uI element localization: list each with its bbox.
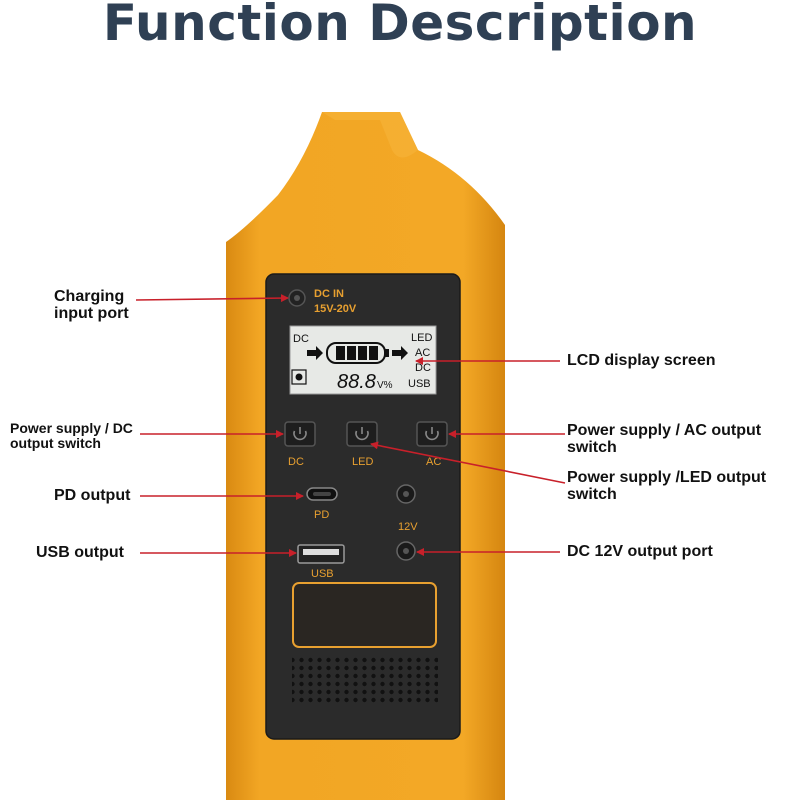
- callout-dc-12v-port: DC 12V output port: [567, 543, 713, 560]
- dc-12v-port-upper: [396, 484, 416, 504]
- ac-switch-button[interactable]: [416, 421, 448, 447]
- callout-led-switch: Power supply /LED output switch: [567, 469, 767, 503]
- usb-port-label: USB: [311, 568, 334, 580]
- dc-in-label: DC IN: [314, 288, 344, 300]
- callout-dc-switch: Power supply / DC output switch: [10, 420, 133, 451]
- arrow-right-icon-2: [392, 346, 408, 360]
- light-panel: [292, 582, 437, 648]
- arrow-right-icon: [307, 346, 323, 360]
- usb-port: [297, 544, 345, 564]
- lcd-led-label: LED: [411, 332, 432, 344]
- dc-switch-button[interactable]: [284, 421, 316, 447]
- battery-icon: [326, 342, 389, 364]
- lcd-indicator-icon: [291, 369, 307, 385]
- page-title: Function Description: [102, 0, 698, 52]
- dc-in-voltage: 15V-20V: [314, 303, 357, 315]
- power-icon: [293, 430, 307, 441]
- callout-charging-input-port: Charging input port: [54, 288, 129, 322]
- lcd-dc-label: DC: [293, 333, 309, 345]
- callout-lcd-display-screen: LCD display screen: [567, 352, 716, 369]
- lcd-screen: DC LED AC DC USB 88.8 V%: [289, 325, 437, 395]
- callout-ac-switch: Power supply / AC output switch: [567, 422, 762, 456]
- pd-port: [306, 487, 338, 501]
- lcd-ac-label: AC: [415, 347, 430, 359]
- callout-usb-output: USB output: [36, 544, 124, 561]
- speaker-grille: [292, 655, 438, 703]
- arrow-led-switch: [370, 441, 566, 484]
- dc-12v-port: [396, 541, 416, 561]
- ac-button-label: AC: [426, 456, 441, 468]
- lcd-dc-out-label: DC: [415, 362, 431, 374]
- power-icon: [425, 430, 439, 441]
- arrow-charging-input: [135, 294, 289, 303]
- led-button-label: LED: [352, 456, 373, 468]
- charging-input-port: [288, 289, 306, 307]
- lcd-units: V%: [377, 380, 393, 391]
- lcd-usb-label: USB: [408, 378, 431, 390]
- led-switch-button[interactable]: [346, 421, 378, 447]
- lcd-digits: 88.8: [337, 371, 376, 393]
- power-icon: [355, 430, 369, 441]
- twelve-v-label: 12V: [398, 521, 418, 533]
- dc-button-label: DC: [288, 456, 304, 468]
- callout-pd-output: PD output: [54, 487, 131, 504]
- pd-port-label: PD: [314, 509, 329, 521]
